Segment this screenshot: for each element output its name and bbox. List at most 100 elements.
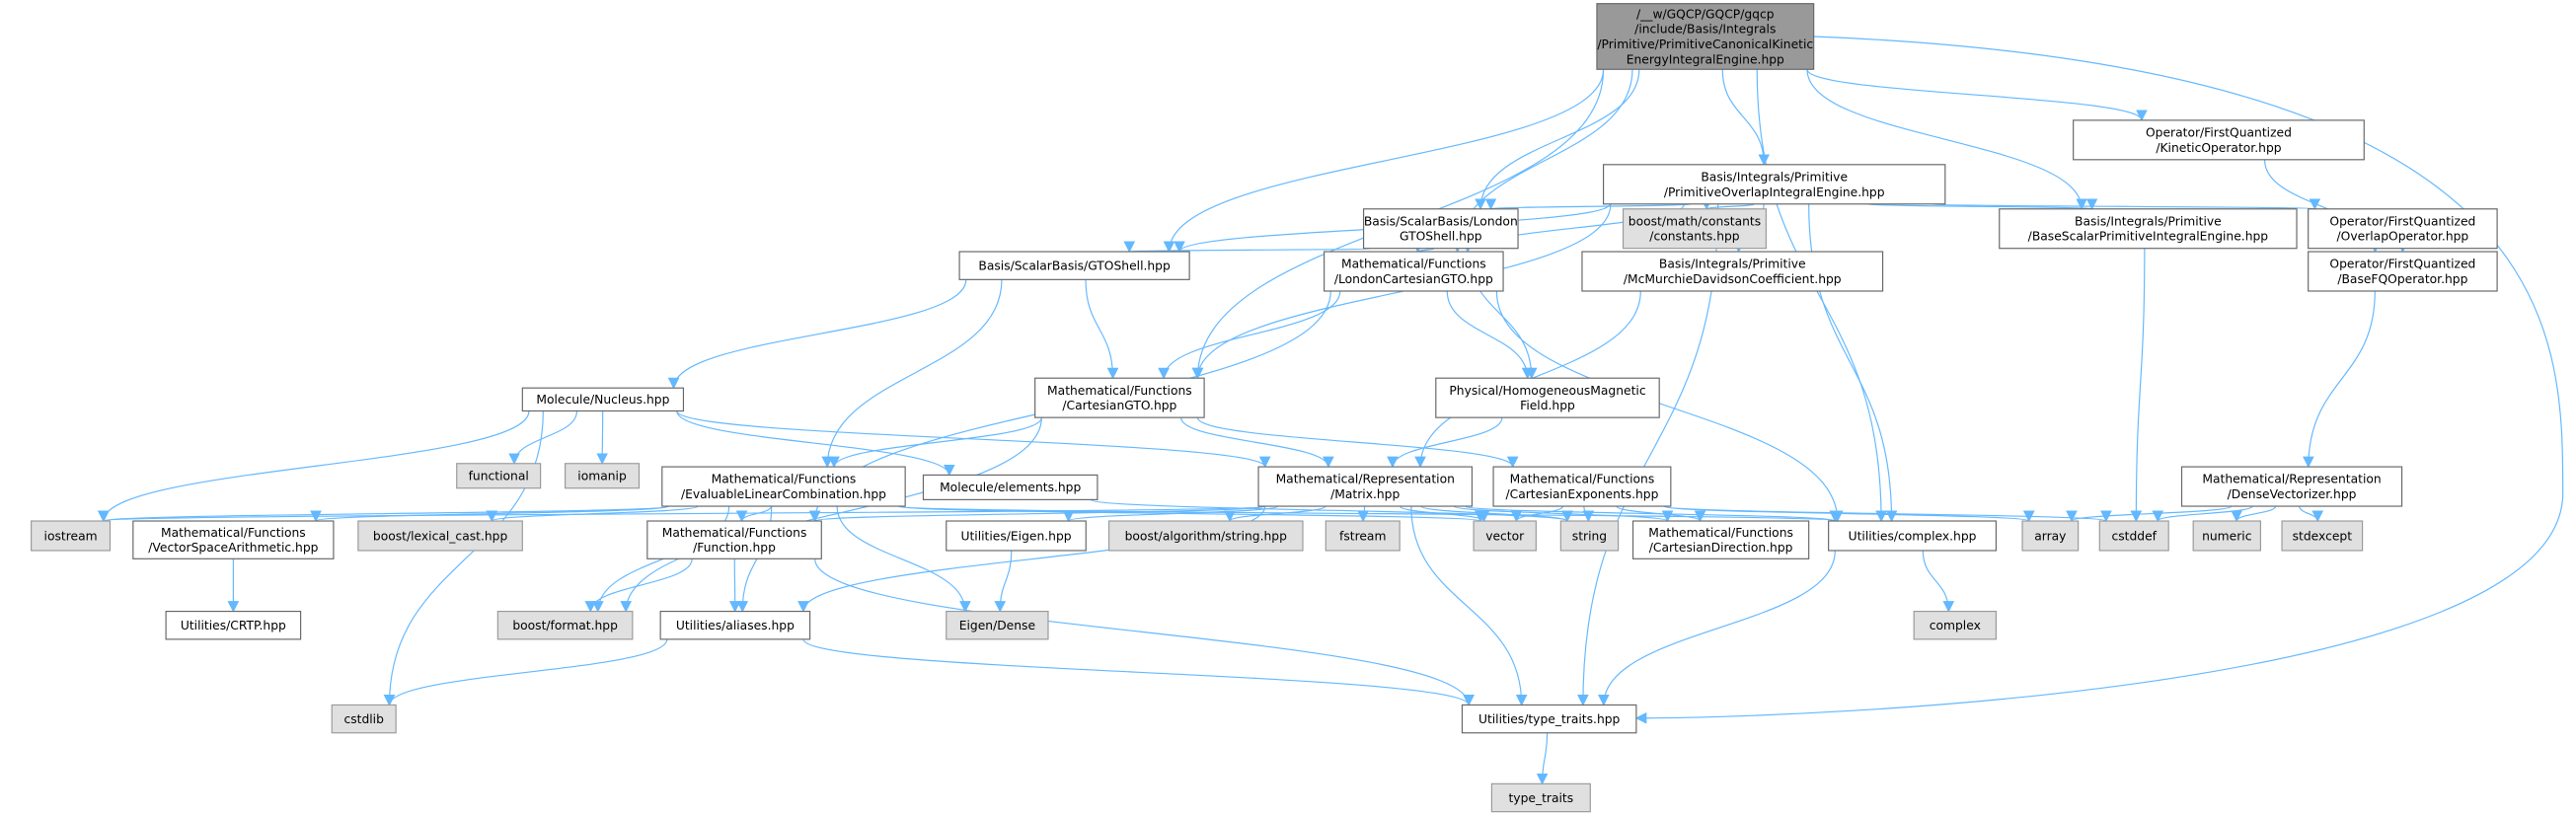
node-function[interactable]: Mathematical/Functions/Function.hpp — [646, 520, 822, 559]
node-label-line: Mathematical/Functions — [161, 526, 306, 540]
node-label-line: stdexcept — [2293, 529, 2353, 543]
node-typeTraitsStd: type_traits — [1490, 782, 1591, 813]
edge-cartExp-to-vector — [1510, 505, 1563, 523]
edge-complex-to-cplx — [1922, 550, 1955, 613]
node-mcmurchie[interactable]: Basis/Integrals/Primitive/McMurchieDavid… — [1581, 251, 1884, 292]
node-londonCart[interactable]: Mathematical/Functions/LondonCartesianGT… — [1324, 251, 1504, 292]
node-box — [456, 463, 542, 489]
node-box — [1257, 466, 1474, 507]
edge-denseVec-to-cstddef — [2152, 505, 2253, 523]
node-cstddef: cstddef — [2098, 520, 2169, 552]
edge-root-to-baseScalar — [1806, 69, 2087, 210]
node-aliases[interactable]: Utilities/aliases.hpp — [659, 610, 811, 640]
edge-matrix-to-fstream — [1357, 506, 1369, 523]
node-label-line: /BaseFQOperator.hpp — [2337, 272, 2467, 286]
node-label-line: fstream — [1339, 529, 1386, 543]
node-label-line: /LondonCartesianGTO.hpp — [1334, 272, 1493, 286]
node-evalLC[interactable]: Mathematical/Functions/EvaluableLinearCo… — [661, 466, 906, 507]
node-gtoShell[interactable]: Basis/ScalarBasis/GTOShell.hpp — [958, 251, 1190, 280]
node-box — [1828, 520, 1997, 552]
edge-cartExp-to-string — [1582, 506, 1595, 523]
node-stdexcept: stdexcept — [2281, 520, 2364, 552]
edge-matrix-to-boostAlgo — [1224, 505, 1326, 523]
node-cartExp[interactable]: Mathematical/Functions/CartesianExponent… — [1492, 466, 1672, 507]
edge-ovlEngine-to-baseScalar — [1866, 197, 2097, 210]
edge-matrix-to-typeTraits — [1410, 506, 1528, 706]
node-box — [2098, 520, 2169, 552]
node-box — [165, 610, 302, 640]
node-box — [357, 520, 523, 552]
node-label-line: type_traits — [1508, 791, 1573, 805]
node-cartDir[interactable]: Mathematical/Functions/CartesianDirectio… — [1631, 520, 1810, 559]
edge-gtoShell-to-evalLC — [821, 279, 1003, 469]
node-crtp[interactable]: Utilities/CRTP.hpp — [165, 610, 302, 640]
edge-matrix-to-iostream — [99, 505, 1266, 523]
node-label-line: vector — [1485, 529, 1525, 543]
node-baseFQ[interactable]: Operator/FirstQuantized/BaseFQOperator.h… — [2308, 251, 2498, 292]
node-box — [2073, 119, 2365, 161]
node-box — [132, 520, 335, 559]
node-box — [659, 610, 811, 640]
node-box — [2308, 251, 2498, 292]
node-label-line: /EvaluableLinearCombination.hpp — [681, 487, 886, 501]
edge-gtoShell-to-cartGTO — [1085, 279, 1119, 380]
node-label-line: boost/math/constants — [1629, 214, 1761, 228]
node-cplx: complex — [1913, 610, 1997, 640]
edge-complex-to-typeTraits — [1598, 550, 1836, 706]
edge-matrix-to-vector — [1400, 505, 1490, 523]
node-box — [1325, 520, 1401, 552]
node-label-line: Utilities/CRTP.hpp — [181, 619, 286, 632]
node-vecSpace[interactable]: Mathematical/Functions/VectorSpaceArithm… — [132, 520, 335, 559]
node-string: string — [1559, 520, 1620, 552]
node-label-line: Eigen/Dense — [959, 619, 1035, 632]
node-elements[interactable]: Molecule/elements.hpp — [922, 474, 1099, 500]
node-nucleus[interactable]: Molecule/Nucleus.hpp — [521, 387, 685, 412]
node-label-line: Basis/Integrals/Primitive — [1701, 170, 1848, 184]
edge-matrix-to-string — [1420, 505, 1573, 523]
node-box — [2281, 520, 2364, 552]
edge-gtoShell-to-nucleus — [667, 279, 967, 390]
node-box — [1034, 377, 1205, 418]
edge-aliases-to-cstdlib — [383, 638, 668, 706]
node-label-line: Mathematical/Functions — [1510, 473, 1655, 486]
node-box — [1107, 520, 1304, 552]
node-typeTraits[interactable]: Utilities/type_traits.hpp — [1461, 704, 1637, 734]
node-box — [1631, 520, 1810, 559]
node-box — [946, 610, 1049, 640]
node-box — [1490, 782, 1591, 813]
node-label-line: /include/Basis/Integrals — [1634, 23, 1776, 37]
node-label-line: /CartesianGTO.hpp — [1062, 399, 1176, 412]
node-label-line: Field.hpp — [1520, 399, 1575, 412]
edge-cartGTO-to-cartExp — [1196, 416, 1519, 469]
node-functional: functional — [456, 463, 542, 489]
node-label-line: boost/algorithm/string.hpp — [1125, 529, 1288, 543]
node-label-line: iomanip — [577, 470, 627, 483]
edge-nucleus-to-matrix — [676, 409, 1271, 469]
node-baseScalar[interactable]: Basis/Integrals/Primitive/BaseScalarPrim… — [1999, 208, 2298, 250]
node-root[interactable]: /__w/GQCP/GQCP/gqcp/include/Basis/Integr… — [1596, 3, 1815, 70]
node-boostConst: boost/math/constants/constants.hpp — [1622, 208, 1767, 250]
edge-cartExp-to-cstddef — [1663, 505, 2112, 523]
node-ovlEngine[interactable]: Basis/Integrals/Primitive/PrimitiveOverl… — [1603, 164, 1946, 205]
node-fstream: fstream — [1325, 520, 1401, 552]
node-box — [2192, 520, 2261, 552]
node-boostFormat: boost/format.hpp — [496, 610, 634, 640]
node-label-line: Basis/Integrals/Primitive — [2075, 214, 2222, 228]
node-matrix[interactable]: Mathematical/Representation/Matrix.hpp — [1257, 466, 1474, 507]
node-utilEigen[interactable]: Utilities/Eigen.hpp — [946, 520, 1087, 552]
edge-cartGTO-to-boostFormat — [620, 417, 1042, 613]
node-complex[interactable]: Utilities/complex.hpp — [1828, 520, 1997, 552]
node-eigenDense: Eigen/Dense — [946, 610, 1049, 640]
node-box — [1603, 164, 1946, 205]
node-kinetic[interactable]: Operator/FirstQuantized/KineticOperator.… — [2073, 119, 2365, 161]
node-overlapOp[interactable]: Operator/FirstQuantized/OverlapOperator.… — [2308, 208, 2498, 250]
node-denseVec[interactable]: Mathematical/Representation/DenseVectori… — [2180, 466, 2403, 507]
node-label-line: /OverlapOperator.hpp — [2337, 230, 2469, 244]
node-label-line: Operator/FirstQuantized — [2329, 214, 2475, 228]
node-box — [2308, 208, 2498, 250]
node-label-line: Molecule/elements.hpp — [940, 481, 1081, 494]
node-cartGTO[interactable]: Mathematical/Functions/CartesianGTO.hpp — [1034, 377, 1205, 418]
nodes-layer: /__w/GQCP/GQCP/gqcp/include/Basis/Integr… — [31, 3, 2498, 813]
